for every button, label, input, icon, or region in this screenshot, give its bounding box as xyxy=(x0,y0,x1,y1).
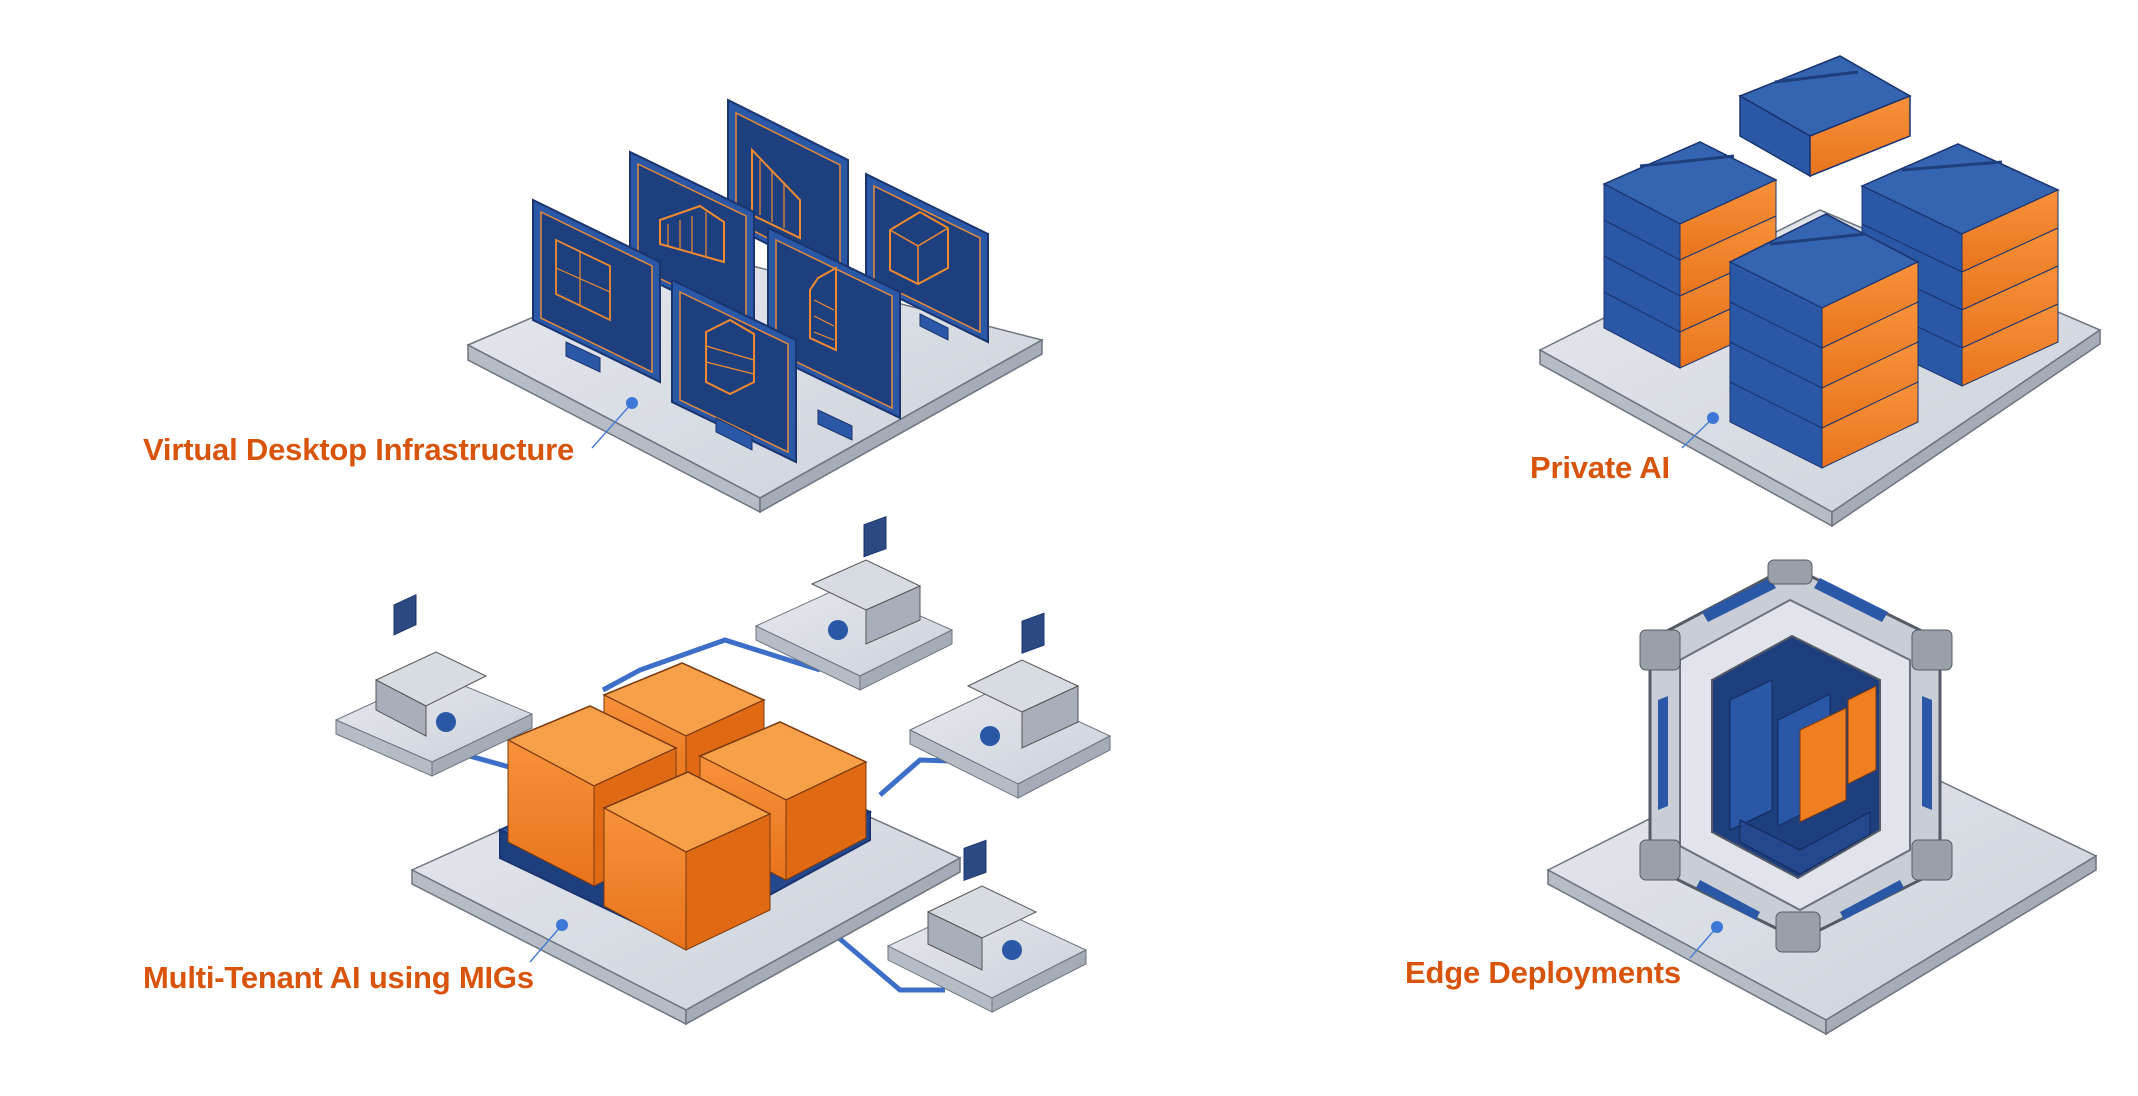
gpu-partition-icon xyxy=(602,771,772,951)
label-multi-tenant: Multi-Tenant AI using MIGs xyxy=(143,960,534,995)
monitor-icon xyxy=(727,98,849,317)
workstation-icon xyxy=(886,839,1088,1013)
server-stack-icon xyxy=(1728,213,1920,469)
label-private-ai: Private AI xyxy=(1530,450,1670,485)
label-vdi: Virtual Desktop Infrastructure xyxy=(143,432,574,467)
workstation-icon xyxy=(334,593,534,777)
server-stack-icon xyxy=(1602,141,1778,369)
monitor-icon xyxy=(865,172,989,344)
multi-tenant-leader-line xyxy=(529,919,568,963)
edge-enclosure-icon xyxy=(1639,559,1953,953)
monitor-icon xyxy=(671,278,797,464)
server-stacks xyxy=(1602,55,2060,469)
vdi-illustration xyxy=(466,98,1045,514)
label-edge: Edge Deployments xyxy=(1405,955,1681,990)
workstation-icon xyxy=(754,516,954,691)
workstation-icon xyxy=(908,612,1112,799)
monitor-icon xyxy=(767,226,901,441)
private-ai-illustration xyxy=(1538,55,2102,528)
monitor-icon xyxy=(532,198,661,384)
server-stack-icon xyxy=(1738,55,1912,178)
edge-leader-line xyxy=(1689,921,1723,959)
private-ai-leader-line xyxy=(1681,412,1719,449)
multi-tenant-illustration xyxy=(334,516,1112,1026)
edge-illustration xyxy=(1546,559,2098,1036)
vdi-monitors xyxy=(532,98,989,464)
vdi-leader-line xyxy=(591,397,638,449)
